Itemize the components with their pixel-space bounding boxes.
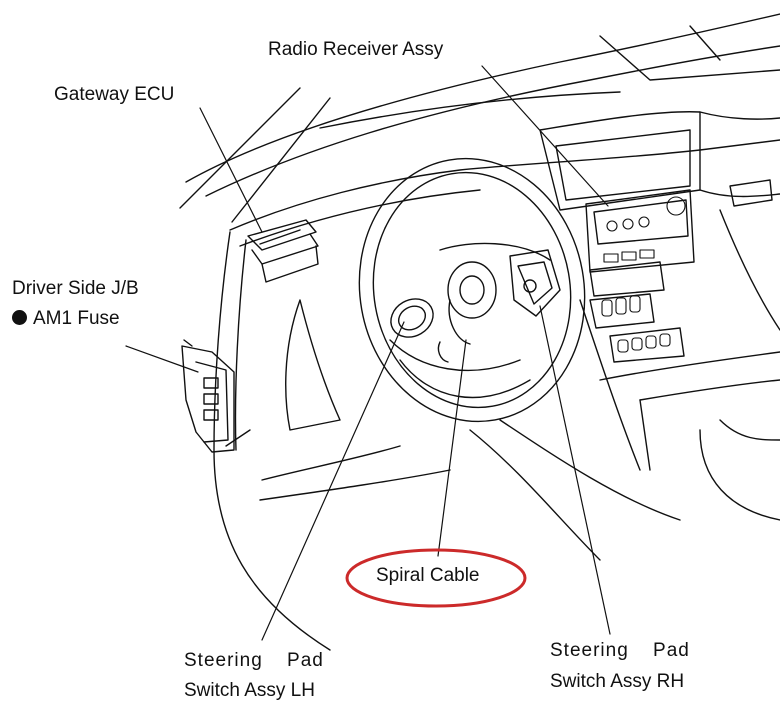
steering-pad-lh-label-line1: Steering Pad (184, 650, 324, 671)
bullet-icon (12, 310, 27, 325)
driver-jb-label: Driver Side J/B (12, 278, 139, 299)
spiral-cable-label: Spiral Cable (376, 565, 480, 586)
leader-lines (125, 65, 611, 641)
steering-pad-rh-label-line2: Switch Assy RH (550, 671, 685, 692)
steering-pad-rh-label-line1: Steering Pad (550, 640, 690, 661)
spiral-cable-highlight (345, 548, 527, 608)
gateway-ecu-shape (247, 219, 319, 283)
gateway-ecu-label: Gateway ECU (54, 84, 175, 105)
am1-fuse-text: AM1 Fuse (33, 308, 120, 329)
am1-fuse-label: AM1 Fuse (12, 308, 120, 330)
dashboard-outline (179, 13, 780, 651)
steering-pad-lh-label-line2: Switch Assy LH (184, 680, 315, 701)
steering-wheel (358, 157, 586, 423)
junction-block-shape (181, 339, 251, 453)
radio-receiver-label: Radio Receiver Assy (268, 39, 444, 60)
